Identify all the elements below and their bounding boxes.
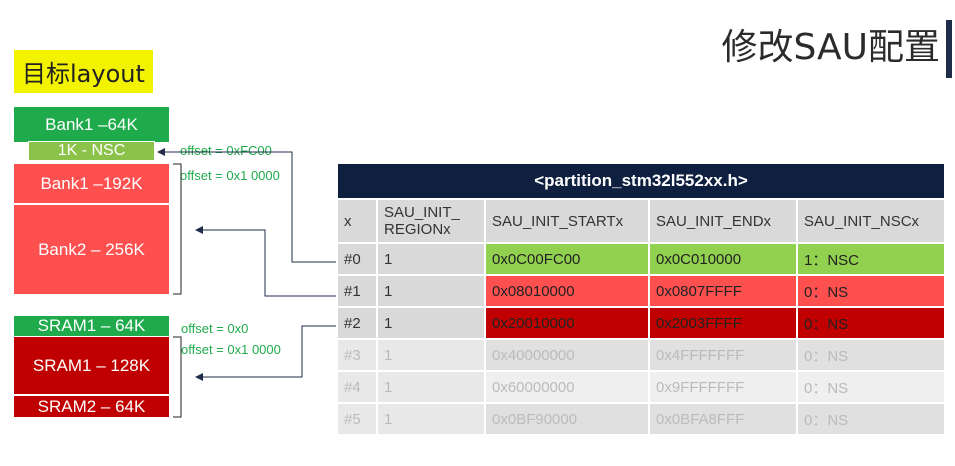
- sram-bracket: [173, 336, 182, 418]
- cell-index: #3: [336, 338, 378, 372]
- cell-nsc: 0：NS: [796, 402, 946, 436]
- cell-region: 1: [376, 306, 486, 340]
- table-row: #0 1 0x0C00FC00 0x0C010000 1：NSC: [336, 242, 946, 276]
- cell-start: 0x20010000: [484, 306, 650, 340]
- cell-start: 0x0C00FC00: [484, 242, 650, 276]
- arrow-row1-to-flash: [195, 226, 336, 297]
- cell-start: 0x08010000: [484, 274, 650, 308]
- flash-bank1-192k-label: Bank1 –192K: [40, 173, 143, 193]
- col-nsc: SAU_INIT_NSCx: [796, 198, 946, 244]
- table-row: #1 1 0x08010000 0x0807FFFF 0：NS: [336, 274, 946, 308]
- sram1-128k-block: SRAM1 – 128K: [14, 337, 169, 394]
- cell-nsc: 0：NS: [796, 370, 946, 404]
- cell-index: #1: [336, 274, 378, 308]
- flash-bank1-192k-block: Bank1 –192K: [14, 164, 169, 203]
- cell-region: 1: [376, 242, 486, 276]
- col-x: x: [336, 198, 378, 244]
- table-row: #3 1 0x40000000 0x4FFFFFFF 0：NS: [336, 338, 946, 372]
- table-header: <partition_stm32l552xx.h>: [336, 162, 946, 200]
- cell-region: 1: [376, 338, 486, 372]
- cell-start: 0x60000000: [484, 370, 650, 404]
- cell-end: 0x2003FFFF: [648, 306, 798, 340]
- col-end: SAU_INIT_ENDx: [648, 198, 798, 244]
- table-row: #5 1 0x0BF90000 0x0BFA8FFF 0：NS: [336, 402, 946, 436]
- title-accent-bar: [946, 20, 952, 78]
- offset-sram-b-label: offset = 0x1 0000: [181, 342, 281, 357]
- col-start: SAU_INIT_STARTx: [484, 198, 650, 244]
- sram1-64k-block: SRAM1 – 64K: [14, 316, 169, 336]
- cell-nsc: 0：NS: [796, 306, 946, 340]
- cell-start: 0x0BF90000: [484, 402, 650, 436]
- cell-nsc: 0：NS: [796, 338, 946, 372]
- cell-index: #2: [336, 306, 378, 340]
- column-header-row: x SAU_INIT_ REGIONx SAU_INIT_STARTx SAU_…: [336, 198, 946, 244]
- offset-flash-label: offset = 0x1 0000: [180, 168, 280, 183]
- cell-region: 1: [376, 370, 486, 404]
- cell-index: #4: [336, 370, 378, 404]
- cell-region: 1: [376, 402, 486, 436]
- flash-bracket: [173, 163, 182, 295]
- table-row: #2 1 0x20010000 0x2003FFFF 0：NS: [336, 306, 946, 340]
- col-region: SAU_INIT_ REGIONx: [376, 198, 486, 244]
- sram1-64k-label: SRAM1 – 64K: [37, 316, 146, 335]
- offset-sram-a-label: offset = 0x0: [181, 321, 249, 336]
- cell-end: 0x0807FFFF: [648, 274, 798, 308]
- flash-bank1-64k-block: Bank1 –64K: [14, 107, 169, 142]
- sram2-64k-label: SRAM2 – 64K: [37, 396, 146, 416]
- offset-nsc-label: offset = 0xFC00: [180, 143, 272, 158]
- flash-nsc-label: 1K - NSC: [57, 142, 126, 159]
- flash-bank1-64k-label: Bank1 –64K: [45, 114, 138, 134]
- col-region-line2: REGIONx: [384, 221, 451, 238]
- cell-end: 0x9FFFFFFF: [648, 370, 798, 404]
- flash-bank2-256k-block: Bank2 – 256K: [14, 205, 169, 294]
- sram2-64k-block: SRAM2 – 64K: [14, 396, 169, 417]
- cell-nsc: 0：NS: [796, 274, 946, 308]
- cell-end: 0x4FFFFFFF: [648, 338, 798, 372]
- col-region-line1: SAU_INIT_: [384, 204, 460, 221]
- sram1-128k-label: SRAM1 – 128K: [32, 355, 151, 375]
- cell-region: 1: [376, 274, 486, 308]
- cell-end: 0x0C010000: [648, 242, 798, 276]
- cell-start: 0x40000000: [484, 338, 650, 372]
- cell-index: #0: [336, 242, 378, 276]
- flash-nsc-block: 1K - NSC: [28, 141, 155, 161]
- sau-config-table: <partition_stm32l552xx.h> x SAU_INIT_ RE…: [336, 162, 946, 436]
- arrow-row2-to-sram: [195, 325, 336, 381]
- page-title: 修改SAU配置: [721, 27, 941, 68]
- cell-index: #5: [336, 402, 378, 436]
- flash-bank2-256k-label: Bank2 – 256K: [38, 239, 145, 259]
- cell-nsc: 1：NSC: [796, 242, 946, 276]
- target-layout-label: 目标layout: [14, 50, 153, 93]
- cell-end: 0x0BFA8FFF: [648, 402, 798, 436]
- table-row: #4 1 0x60000000 0x9FFFFFFF 0：NS: [336, 370, 946, 404]
- arrow-row0-to-nsc: [157, 148, 336, 263]
